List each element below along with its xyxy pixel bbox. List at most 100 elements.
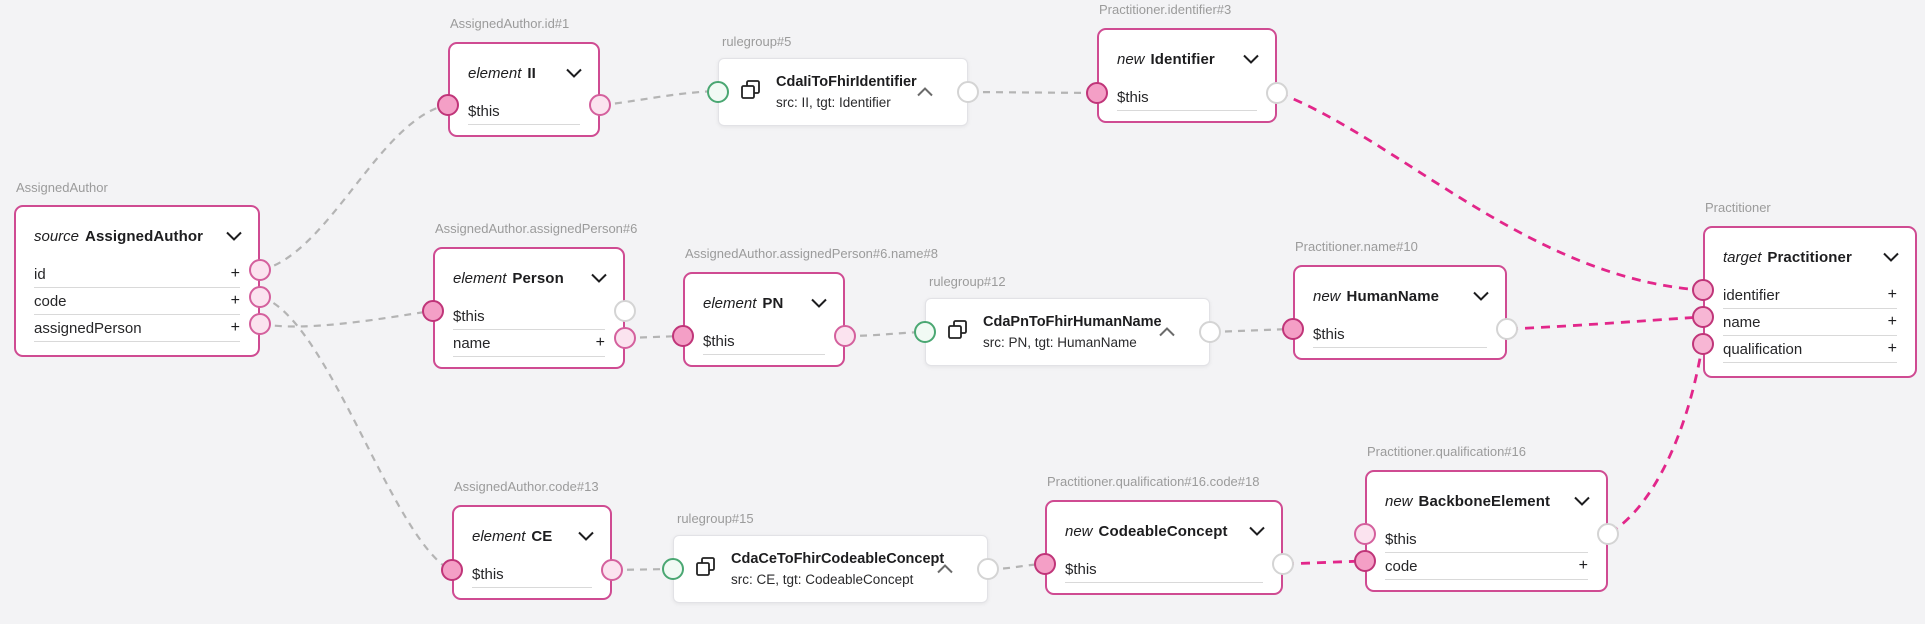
field-row-this[interactable]: $this (703, 328, 825, 355)
node-label: AssignedAuthor.assignedPerson#6.name#8 (685, 246, 938, 261)
field-row-qualification[interactable]: qualification+ (1723, 336, 1897, 363)
add-field-button[interactable]: + (1887, 313, 1897, 330)
field-row-name[interactable]: name+ (1723, 309, 1897, 336)
port-in-identifier3[interactable] (1085, 81, 1108, 104)
add-field-button[interactable]: + (1887, 286, 1897, 303)
add-field-button[interactable]: + (1887, 340, 1897, 357)
field-row-this[interactable]: $this (468, 98, 580, 125)
chevron-down-icon[interactable] (811, 298, 827, 308)
node-element-person[interactable]: element Person $this name+ (433, 247, 625, 369)
field-row-code[interactable]: code+ (34, 288, 240, 315)
port-in-cc18[interactable] (1033, 552, 1056, 575)
port-in-pn-this[interactable] (671, 324, 694, 347)
port-out-ii-this[interactable] (588, 93, 611, 116)
port-out-name10[interactable] (1495, 317, 1518, 340)
chevron-down-icon[interactable] (1249, 526, 1265, 536)
port-out-pn-this[interactable] (833, 324, 856, 347)
node-element-ce[interactable]: element CE $this (452, 505, 612, 600)
port-in-ce-this[interactable] (440, 558, 463, 581)
chevron-down-icon[interactable] (591, 273, 607, 283)
rulegroup-cdaii-to-fhiridentifier[interactable]: CdaIiToFhirIdentifier src: II, tgt: Iden… (718, 58, 968, 126)
port-out-rulegroup12[interactable] (1198, 320, 1221, 343)
node-new-humanname[interactable]: new HumanName $this (1293, 265, 1507, 360)
port-in-bb16-this[interactable] (1353, 522, 1376, 545)
node-keyword: element (703, 294, 757, 312)
rulegroup-cdapn-to-fhirhumanname[interactable]: CdaPnToFhirHumanName src: PN, tgt: Human… (925, 298, 1210, 366)
field-row-this[interactable]: $this (472, 561, 592, 588)
add-field-button[interactable]: + (1578, 557, 1588, 574)
port-out-assignedperson[interactable] (248, 312, 271, 335)
node-source-assignedauthor[interactable]: source AssignedAuthor id+ code+ assigned… (14, 205, 260, 357)
node-new-identifier[interactable]: new Identifier $this (1097, 28, 1277, 123)
port-in-target-name[interactable] (1691, 305, 1714, 328)
field-row-this[interactable]: $this (1065, 556, 1263, 583)
port-in-rulegroup15[interactable] (661, 557, 684, 580)
add-field-button[interactable]: + (230, 319, 240, 336)
field-row-this[interactable]: $this (1385, 526, 1588, 553)
chevron-down-icon[interactable] (1243, 54, 1259, 64)
port-in-rulegroup5[interactable] (706, 80, 729, 103)
node-label: rulegroup#5 (722, 34, 792, 49)
node-type-name: Identifier (1150, 50, 1215, 68)
rulegroup-cdace-to-fhircodeableconcept[interactable]: CdaCeToFhirCodeableConcept src: CE, tgt:… (673, 535, 988, 603)
port-out-ce-this[interactable] (600, 558, 623, 581)
node-element-pn[interactable]: element PN $this (683, 272, 845, 367)
connection-id-to-ii (261, 103, 447, 272)
chevron-up-icon[interactable] (917, 87, 933, 97)
add-field-button[interactable]: + (230, 292, 240, 309)
node-header: new HumanName (1295, 267, 1505, 321)
chevron-up-icon[interactable] (937, 564, 953, 574)
node-target-practitioner[interactable]: target Practitioner identifier+ name+ qu… (1703, 226, 1917, 378)
field-row-identifier[interactable]: identifier + (1723, 282, 1897, 309)
node-label: AssignedAuthor.id#1 (450, 16, 570, 31)
node-new-backboneelement[interactable]: new BackboneElement $this code+ (1365, 470, 1608, 592)
node-label: AssignedAuthor.code#13 (454, 479, 599, 494)
field-row-name[interactable]: name+ (453, 330, 605, 357)
add-field-button[interactable]: + (595, 334, 605, 351)
port-in-name10[interactable] (1281, 317, 1304, 340)
chevron-down-icon[interactable] (1574, 496, 1590, 506)
add-field-button[interactable]: + (230, 265, 240, 282)
port-out-person-name[interactable] (613, 326, 636, 349)
port-out-bb16[interactable] (1596, 522, 1619, 545)
field-row-this[interactable]: $this (1117, 84, 1257, 111)
port-in-person-this[interactable] (421, 299, 444, 322)
port-out-cc18[interactable] (1271, 552, 1294, 575)
chevron-down-icon[interactable] (578, 531, 594, 541)
field-name: $this (703, 332, 735, 350)
port-in-rulegroup12[interactable] (913, 320, 936, 343)
field-name: identifier (1723, 286, 1780, 304)
port-out-identifier3[interactable] (1265, 81, 1288, 104)
chevron-down-icon[interactable] (1883, 252, 1899, 262)
port-in-bb16-code[interactable] (1353, 549, 1376, 572)
field-row-id[interactable]: id+ (34, 261, 240, 288)
field-row-assignedperson[interactable]: assignedPerson+ (34, 315, 240, 342)
port-in-target-qualification[interactable] (1691, 332, 1714, 355)
field-row-this[interactable]: $this (1313, 321, 1487, 348)
connection-assignedperson-to-person (261, 309, 432, 328)
port-out-rulegroup5[interactable] (956, 80, 979, 103)
port-in-ii-this[interactable] (436, 93, 459, 116)
port-out-person-this[interactable] (613, 299, 636, 322)
chevron-down-icon[interactable] (566, 68, 582, 78)
node-new-codeableconcept[interactable]: new CodeableConcept $this (1045, 500, 1283, 595)
chevron-down-icon[interactable] (226, 231, 242, 241)
rulegroup-title: CdaCeToFhirCodeableConcept (731, 551, 945, 567)
rulegroup-subtitle: src: PN, tgt: HumanName (983, 335, 1137, 350)
rulegroup-title: CdaIiToFhirIdentifier (776, 74, 917, 90)
field-row-this[interactable]: $this (453, 303, 605, 330)
port-out-rulegroup15[interactable] (976, 557, 999, 580)
field-row-code[interactable]: code+ (1385, 553, 1588, 580)
port-in-target-identifier[interactable] (1691, 278, 1714, 301)
rulegroup-icon (739, 78, 762, 106)
connection-rulegroup5-to-identifier3 (969, 90, 1096, 95)
chevron-down-icon[interactable] (1473, 291, 1489, 301)
node-type-name: PN (762, 294, 784, 312)
port-out-id[interactable] (248, 258, 271, 281)
node-element-ii[interactable]: element II $this (448, 42, 600, 137)
node-label: rulegroup#12 (929, 274, 1006, 289)
port-out-code[interactable] (248, 285, 271, 308)
chevron-up-icon[interactable] (1159, 327, 1175, 337)
